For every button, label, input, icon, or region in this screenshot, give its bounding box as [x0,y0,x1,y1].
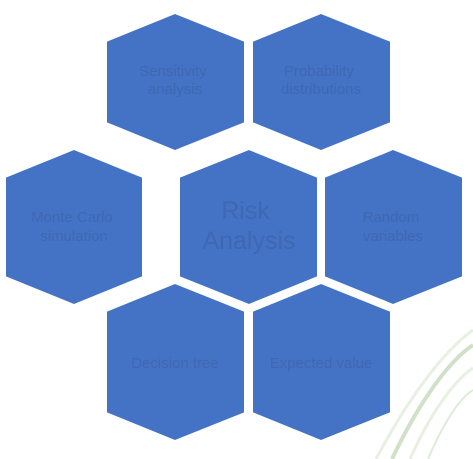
node-label-line: Random [363,209,420,226]
node-label-line: Expected value [270,355,373,372]
node-decision-tree: Decision tree [105,281,246,443]
node-label-line: Decision tree [131,355,219,372]
node-label-line: Monte Carlo [31,209,113,226]
node-label-line: Probability [284,63,355,80]
node-monte-carlo-simulation: Monte Carlo simulation [4,147,144,307]
node-expected-value: Expected value [251,281,392,443]
node-label-line: variables [363,228,423,245]
hexagon-shape [105,11,246,153]
center-label-line: Analysis [202,227,295,255]
hexagon-shape [178,147,319,307]
svg-text:Expected value: Expected value [270,355,373,372]
svg-text:Sensitivity analysis: Sensitivity analysis [139,63,211,98]
decorative-swoosh [374,328,473,459]
svg-text:Decision tree: Decision tree [131,355,219,372]
center-label-line: Risk [221,197,270,225]
node-random-variables: Random variables [323,147,464,307]
svg-text:Risk Analysis: Risk Analysis [202,197,295,255]
hexagon-shape [4,147,144,307]
hexagon-shape [323,147,464,307]
node-sensitivity-analysis: Sensitivity analysis [105,11,246,153]
hexagon-shape [105,281,246,443]
svg-text:Probability distribution: Probability distributions [281,63,361,98]
svg-text:Random variables: Random variables [363,209,424,245]
node-label-line: Sensitivity [139,63,207,80]
node-label-line: simulation [40,228,108,245]
hexagon-shape [251,11,392,153]
hexagon-shape [251,281,392,443]
node-risk-analysis-center: Risk Analysis [178,147,319,307]
svg-text:Monte Carlo simulation: Monte Carlo simulation [31,209,117,245]
node-label-line: distributions [281,81,361,98]
node-label-line: analysis [148,81,202,98]
node-probability-distributions: Probability distributions [251,11,392,153]
